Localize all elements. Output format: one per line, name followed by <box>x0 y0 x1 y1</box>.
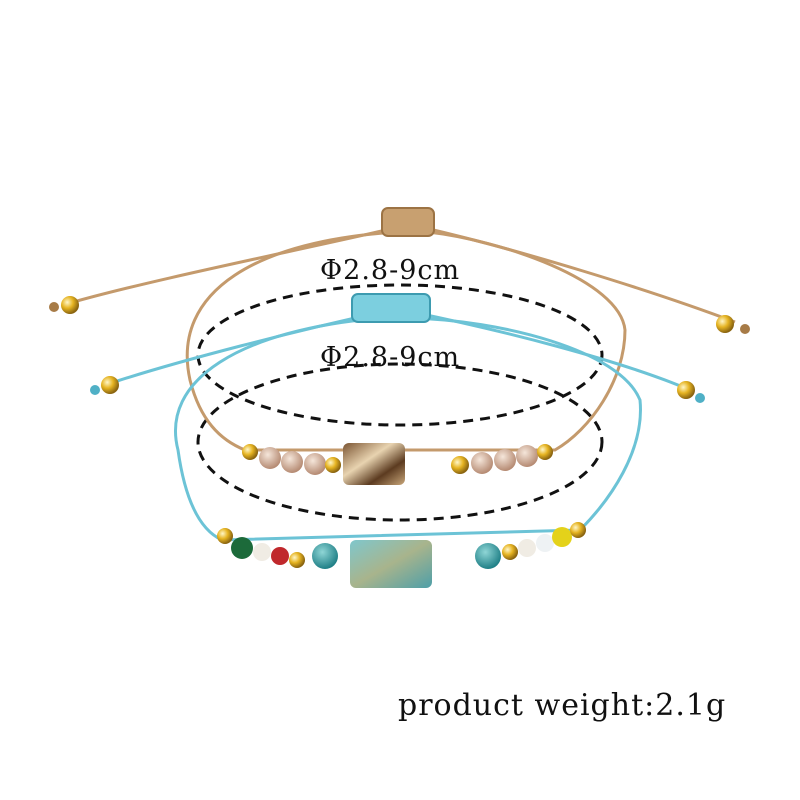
sliding-knot-tan <box>381 207 435 237</box>
product-weight-label: product weight:2.1g <box>398 688 727 723</box>
tan-bracelet-size-label: Φ2.8-9cm <box>320 255 461 286</box>
sliding-knot-blue <box>351 293 431 323</box>
sea-jasper-bead <box>350 540 432 588</box>
blue-bracelet <box>90 293 705 588</box>
picture-jasper-bead <box>343 443 405 485</box>
size-loop-tan <box>196 283 604 427</box>
tan-bracelet <box>49 207 750 485</box>
blue-bracelet-size-label: Φ2.8-9cm <box>320 342 461 373</box>
size-loop-blue <box>196 362 604 522</box>
